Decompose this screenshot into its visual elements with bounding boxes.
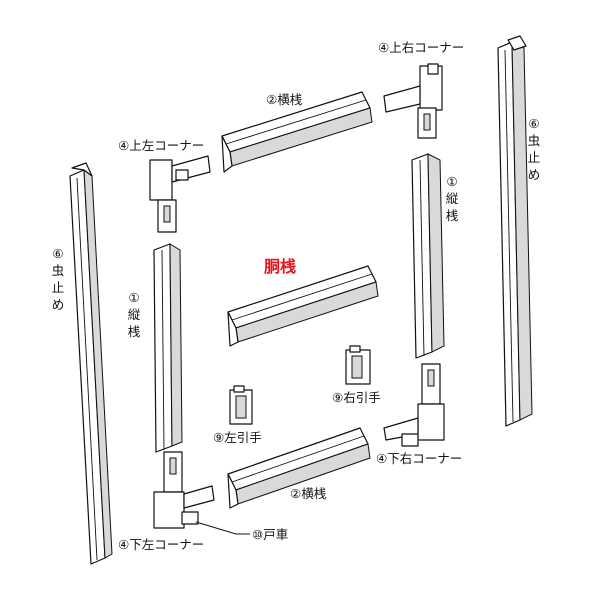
door-roller-label: ⑩戸車 [252, 527, 288, 542]
bottom-rail-part [227, 427, 371, 509]
top-right-corner-part [383, 63, 443, 139]
right-handle-label: ⑨右引手 [332, 390, 381, 405]
left-bug-guard-part [69, 162, 113, 565]
bottom-left-corner-part [153, 451, 215, 529]
top-rail-part [221, 91, 373, 173]
left-handle-label: ⑨左引手 [213, 430, 262, 445]
top-right-corner-label: ④上右コーナー [378, 40, 464, 55]
right-bug-guard-part [497, 35, 533, 427]
bottom-rail-label: ②横桟 [290, 486, 327, 501]
left-stile-part [153, 243, 183, 453]
top-rail-label: ②横桟 [266, 92, 303, 107]
door-roller-leader [195, 521, 250, 535]
bottom-right-corner-label: ④下右コーナー [376, 451, 462, 466]
middle-rail-part [227, 265, 379, 347]
right-handle-part [345, 345, 371, 385]
diagram-title: 胴桟 [264, 257, 296, 276]
left-handle-part [229, 385, 253, 425]
bottom-left-corner-label: ④下左コーナー [118, 537, 204, 552]
top-left-corner-part [149, 155, 211, 233]
bottom-right-corner-part [383, 363, 445, 447]
right-stile-part [411, 153, 445, 359]
top-left-corner-label: ④上左コーナー [118, 138, 204, 153]
